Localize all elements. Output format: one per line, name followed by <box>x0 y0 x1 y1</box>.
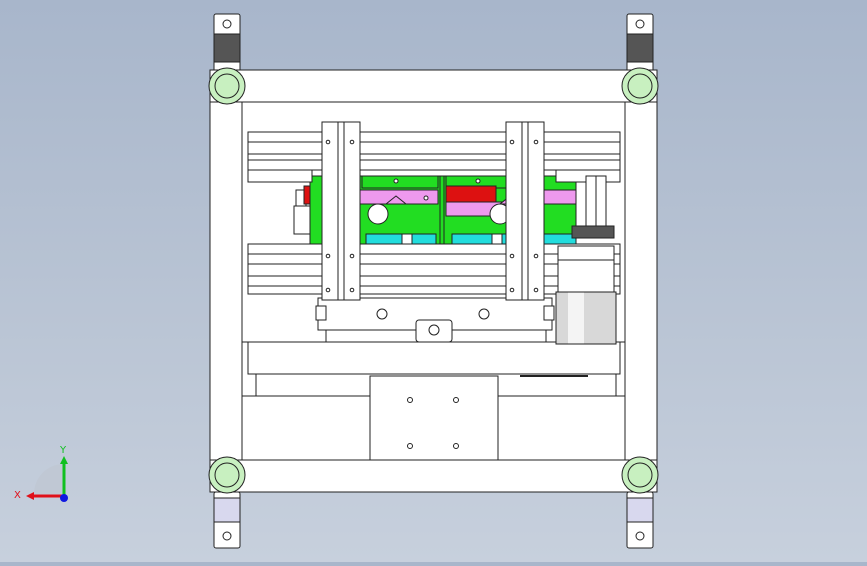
x-axis-arrow <box>26 492 34 500</box>
triad-quadrant-shade <box>34 464 64 494</box>
upper-guide-rail <box>247 131 621 183</box>
coordinate-triad: X Y <box>14 445 68 502</box>
caster-wheel-top-right <box>621 67 659 105</box>
top-right-mount-bracket <box>626 13 654 75</box>
right-vertical-column <box>505 121 545 301</box>
y-axis-label: Y <box>59 445 67 456</box>
z-axis-dot <box>60 494 68 502</box>
bottom-right-mount-bracket <box>626 491 654 549</box>
top-left-mount-bracket <box>213 13 241 75</box>
caster-wheel-bottom-right <box>621 456 659 494</box>
y-axis-arrow <box>60 456 68 464</box>
slide-table <box>315 297 555 343</box>
x-axis-label: X <box>14 490 21 501</box>
caster-wheel-top-left <box>208 67 246 105</box>
left-vertical-column <box>321 121 361 301</box>
bottom-left-mount-bracket <box>213 491 241 549</box>
lower-cabinet <box>241 341 626 461</box>
caster-wheel-bottom-left <box>208 456 246 494</box>
drive-motor-assembly <box>555 175 617 345</box>
